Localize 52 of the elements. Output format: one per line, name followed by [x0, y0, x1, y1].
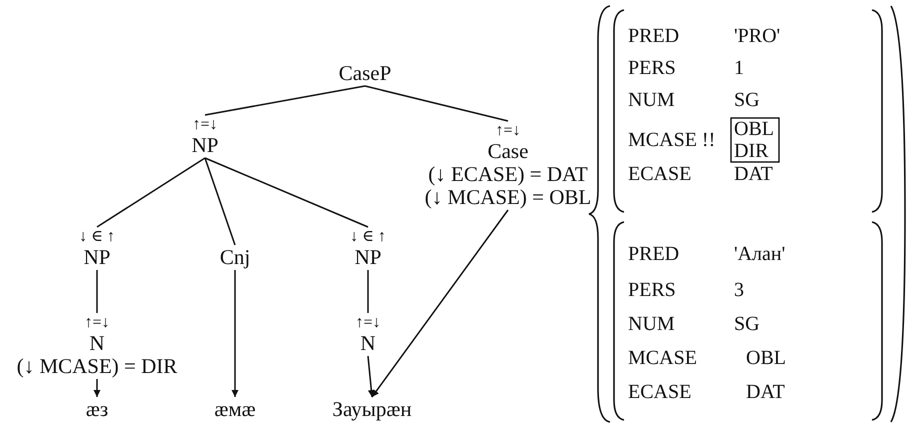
- attribute-value: 'Алан': [734, 243, 786, 265]
- category-label: NP: [354, 246, 382, 269]
- annotation: ↑=↓: [495, 122, 521, 140]
- attribute-value: DIR: [734, 140, 768, 162]
- attribute-name: NUM: [628, 313, 675, 335]
- attribute-value: DAT: [734, 163, 773, 185]
- attribute-value: OBL: [734, 118, 774, 140]
- category-label: Case: [488, 140, 528, 163]
- tree-branch: [364, 85, 508, 122]
- word-form: Зауырæн: [332, 398, 412, 421]
- word-form: æз: [86, 398, 108, 421]
- arrow: [232, 270, 238, 397]
- arrow: [371, 210, 509, 398]
- attribute-name: PRED: [628, 25, 680, 47]
- category-label: NP: [84, 246, 110, 269]
- attribute-name: MCASE: [628, 347, 697, 369]
- annotation: ↑=↓: [355, 314, 381, 332]
- tree-branch: [96, 157, 206, 228]
- arrow: [94, 379, 100, 397]
- attribute-value: OBL: [746, 347, 786, 369]
- equation: (↓ MCASE) = OBL: [424, 186, 592, 209]
- annotation: ↓ ∈ ↑: [79, 228, 115, 246]
- attribute-value: 3: [734, 279, 744, 301]
- annotation: ↓ ∈ ↑: [350, 228, 386, 246]
- category-label: N: [360, 332, 376, 355]
- tree-branch: [96, 270, 98, 313]
- category-label: N: [89, 332, 105, 355]
- attribute-value: DAT: [746, 381, 785, 403]
- tree-branch: [204, 158, 236, 246]
- category-label: NP: [192, 134, 218, 157]
- attribute-value: 'PRO': [734, 25, 780, 47]
- arrow: [367, 356, 375, 398]
- equation: (↓ ECASE) = DAT: [428, 163, 588, 186]
- word-form: æмæ: [214, 398, 256, 421]
- attribute-value: 1: [734, 57, 744, 79]
- tree-branch: [204, 85, 366, 116]
- category-label: Cnj: [220, 246, 250, 269]
- attribute-name: NUM: [628, 89, 675, 111]
- annotation: ↑=↓: [84, 314, 110, 332]
- attribute-name: ECASE: [628, 163, 692, 185]
- tree-branch: [204, 157, 368, 228]
- tree-branch: [367, 270, 369, 313]
- category-label: CaseP: [338, 62, 392, 85]
- attribute-name: MCASE !!: [628, 129, 716, 151]
- attribute-name: PRED: [628, 243, 680, 265]
- attribute-name: ECASE: [628, 381, 692, 403]
- attribute-name: PERS: [628, 57, 676, 79]
- attribute-name: PERS: [628, 279, 676, 301]
- annotation: ↑=↓: [192, 116, 218, 134]
- equation: (↓ MCASE) = DIR: [16, 355, 178, 378]
- attribute-value: SG: [734, 89, 760, 111]
- attribute-value: SG: [734, 313, 760, 335]
